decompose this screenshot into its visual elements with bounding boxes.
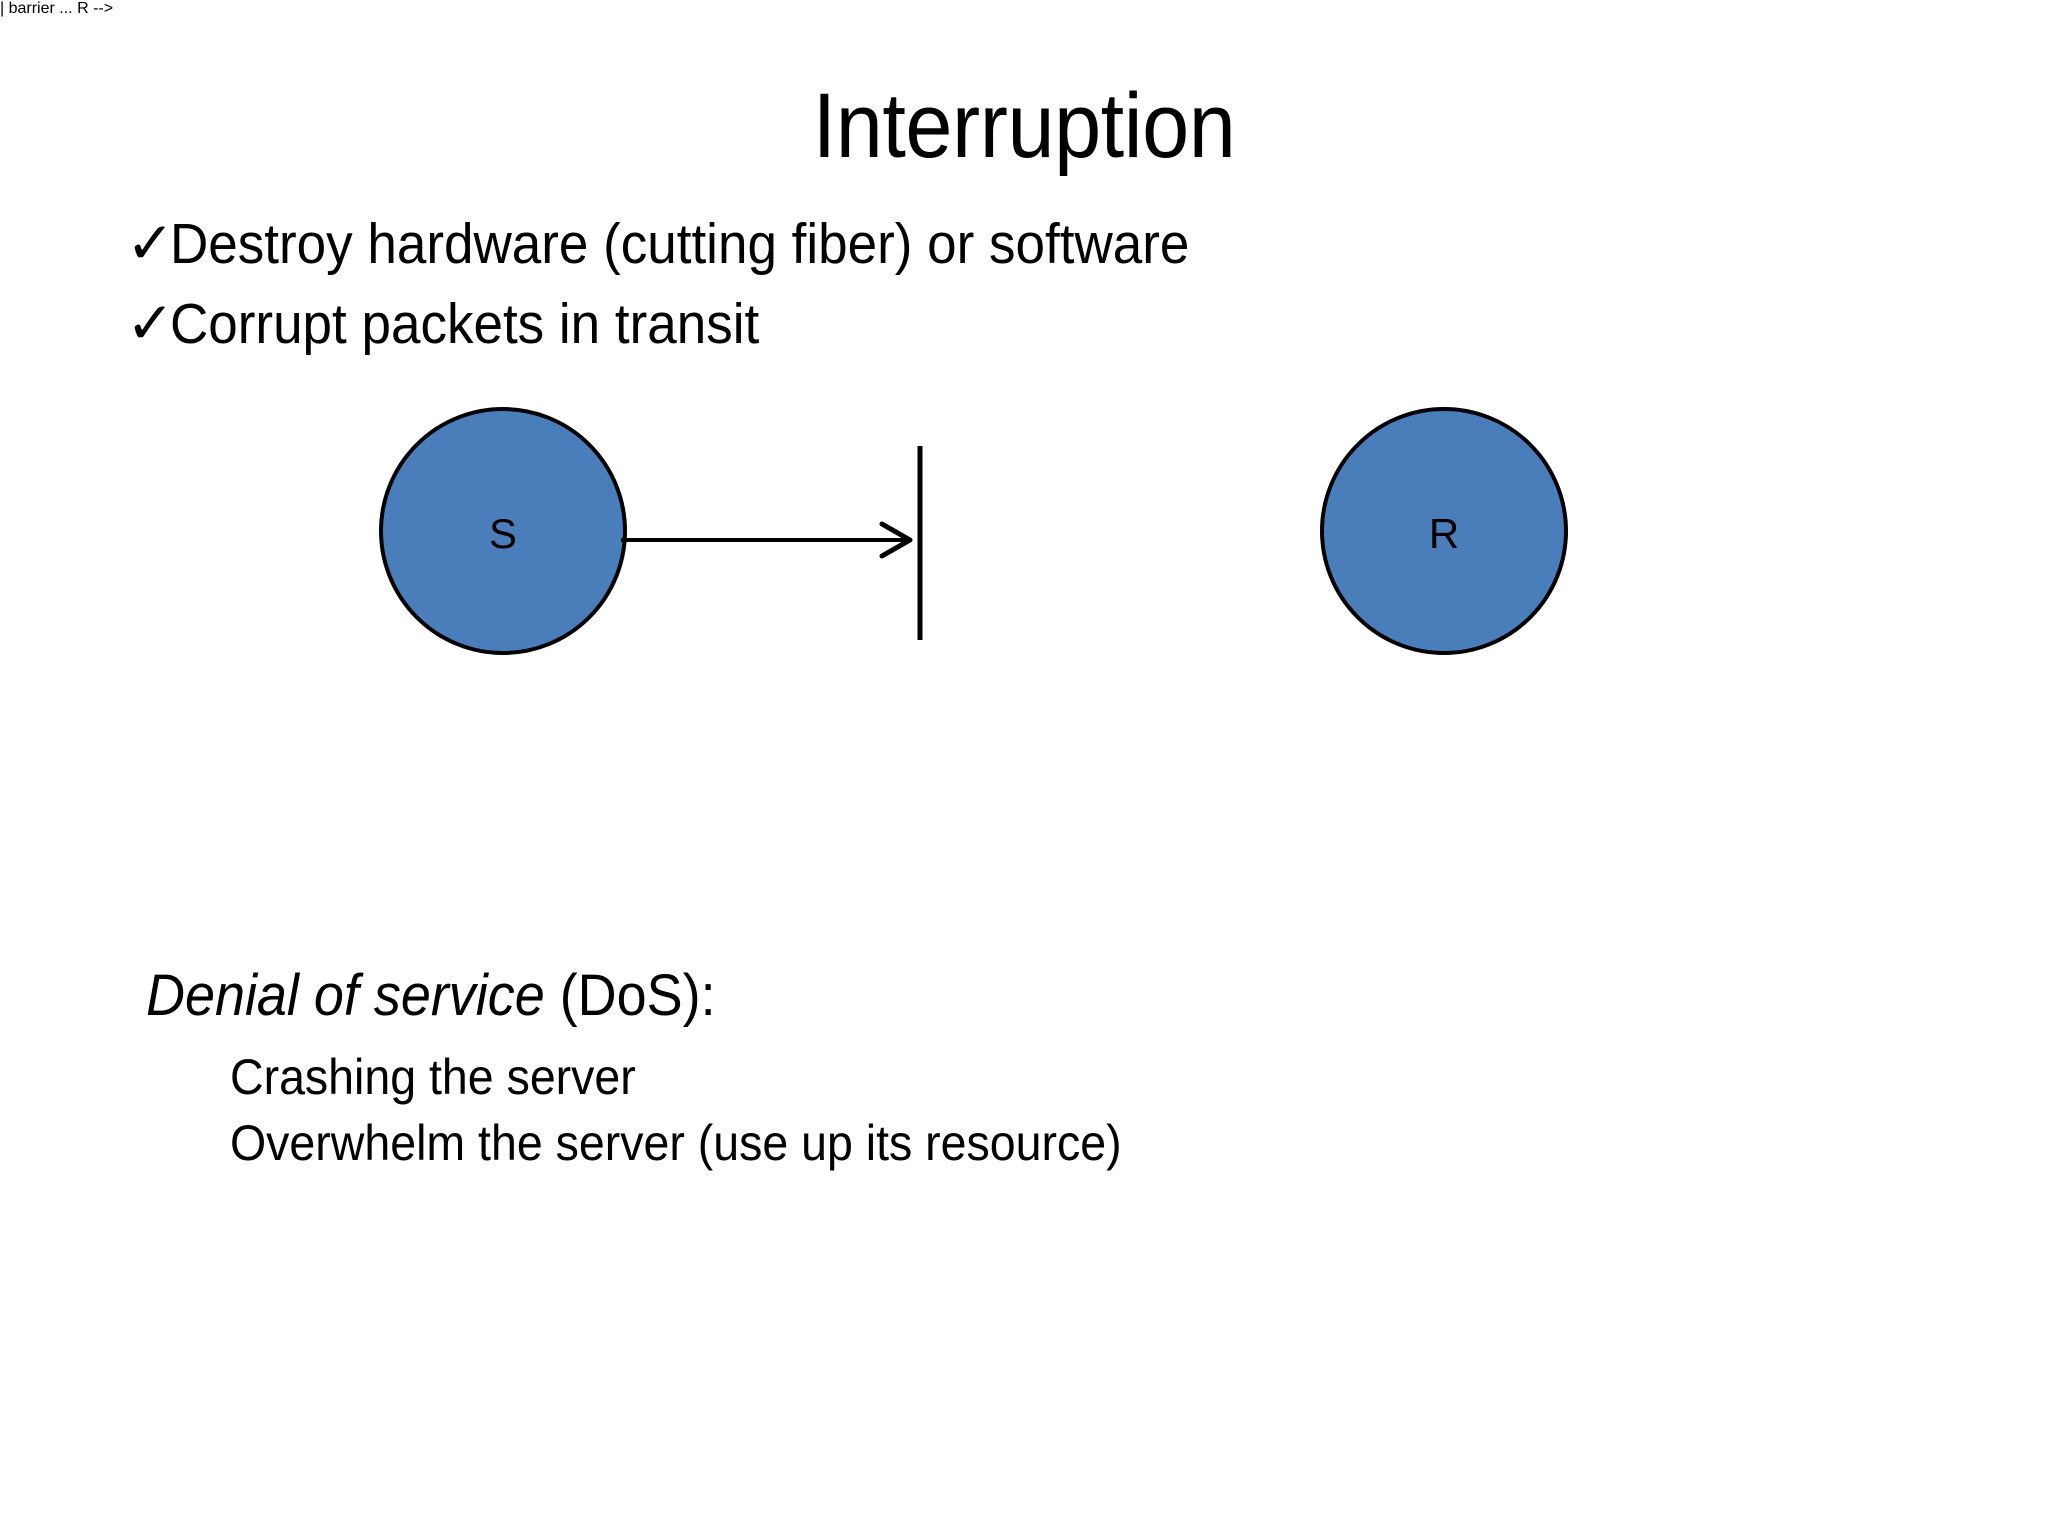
receiver-node-circle [1320,407,1568,655]
checkmark-icon: ✓ [126,291,175,356]
sender-node-label: S [489,510,517,557]
receiver-node: R [1320,407,1568,655]
dos-sub-line: Crashing the server [230,1049,636,1105]
dos-section: Denial of service (DoS): Crashing the se… [146,958,1946,1176]
bullet-list: ✓ Destroy hardware (cutting fiber) or so… [126,208,1826,368]
receiver-node-label: R [1429,510,1459,557]
interruption-diagram: S R [0,400,2048,700]
dos-sub-line: Overwhelm the server (use up its resourc… [230,1115,1122,1171]
dos-heading-italic: Denial of service [146,963,545,1028]
list-item: ✓ Corrupt packets in transit [126,288,1826,360]
dos-heading: Denial of service (DoS): [146,958,1820,1034]
list-item-label: Corrupt packets in transit [170,292,760,356]
page-title: Interruption [812,75,1236,177]
list-item-label: Destroy hardware (cutting fiber) or soft… [170,212,1190,276]
sender-node: S [379,407,627,655]
dos-heading-rest: (DoS): [544,963,716,1028]
diagram-svg: S R [379,407,1568,655]
transmission-arrow-head [879,521,913,559]
checkmark-icon: ✓ [126,211,175,276]
list-item: ✓ Destroy hardware (cutting fiber) or so… [126,208,1826,280]
sender-node-circle [379,407,627,655]
